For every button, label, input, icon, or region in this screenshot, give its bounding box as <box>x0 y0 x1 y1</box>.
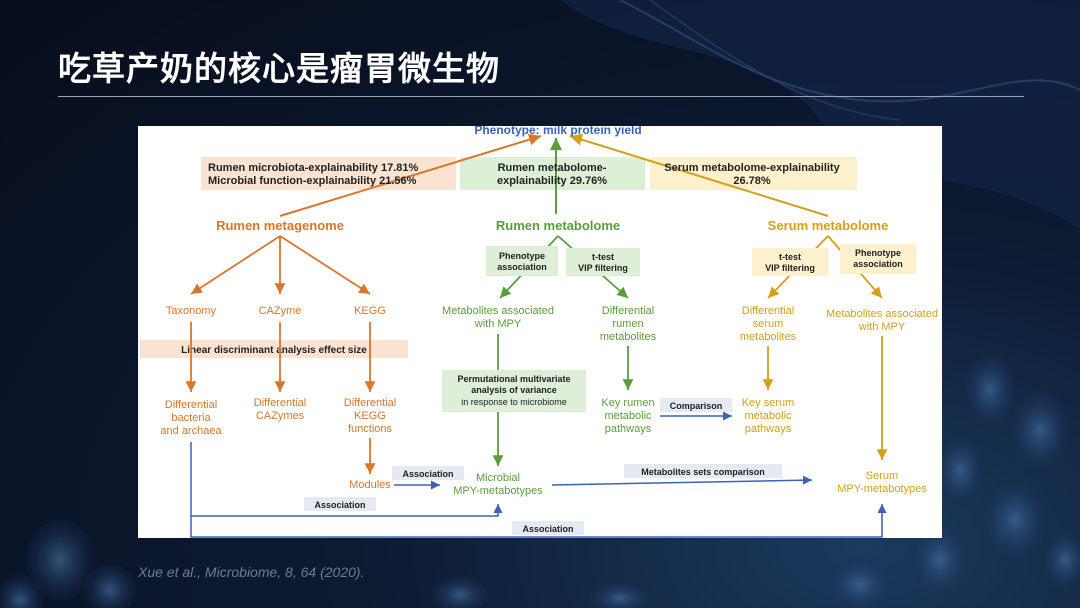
perm-label-1: Permutational multivariate <box>457 374 570 384</box>
node-microbial-mpy-2: MPY-metabotypes <box>453 485 543 497</box>
perm-label-3: in response to microbiome <box>461 397 567 407</box>
node-taxonomy: Taxonomy <box>166 305 217 317</box>
node-met-assoc-mpy-2: with MPY <box>474 318 522 330</box>
serum-pheno-assoc-2: association <box>853 259 903 269</box>
node-key-serum-3: pathways <box>745 423 792 435</box>
node-cazyme: CAZyme <box>259 305 302 317</box>
met-sets-label: Metabolites sets comparison <box>641 467 765 477</box>
perm-label-2: analysis of variance <box>471 385 557 395</box>
explain-rumen-1: Rumen metabolome- <box>498 162 607 174</box>
heading-serum-metabolome: Serum metabolome <box>768 218 889 233</box>
node-diff-serum-3: metabolites <box>740 331 797 343</box>
serum-ttest-1: t-test <box>779 252 801 262</box>
association-mid-box <box>392 466 464 480</box>
node-diff-kegg-1: Differential <box>344 397 396 409</box>
node-diff-serum-2: serum <box>753 318 784 330</box>
slide-title: 吃草产奶的核心是瘤胃微生物 <box>58 49 500 88</box>
explain-function: Microbial function-explainability 21.56% <box>208 175 417 187</box>
explain-serum-2: 26.78% <box>733 175 771 187</box>
node-serum-mpy-2: MPY-metabotypes <box>837 483 927 495</box>
serum-pheno-assoc-1: Phenotype <box>855 248 901 258</box>
heading-rumen-metabolome: Rumen metabolome <box>496 218 620 233</box>
node-serum-met-assoc-2: with MPY <box>858 321 906 333</box>
lda-label: Linear discriminant analysis effect size <box>181 345 367 356</box>
phenotype-label: Phenotype: milk protein yield <box>474 126 641 137</box>
comparison-label: Comparison <box>670 401 723 411</box>
node-microbial-mpy-1: Microbial <box>476 472 520 484</box>
node-diff-kegg-3: functions <box>348 423 393 435</box>
node-key-rumen-2: metabolic <box>604 410 652 422</box>
node-key-rumen-3: pathways <box>605 423 652 435</box>
explain-microbiota: Rumen microbiota-explainability 17.81% <box>208 162 419 174</box>
serum-ttest-box <box>752 248 828 276</box>
explain-rumen-2: explainability 29.76% <box>497 175 607 187</box>
explain-box-serum <box>650 157 857 190</box>
workflow-diagram: Phenotype: milk protein yield Rumen micr… <box>140 126 938 538</box>
perm-box <box>442 370 586 412</box>
rumen-pheno-assoc-box <box>486 246 558 276</box>
node-serum-met-assoc-1: Metabolites associated <box>826 308 938 320</box>
node-serum-mpy-1: Serum <box>866 470 898 482</box>
heading-rumen-metagenome: Rumen metagenome <box>216 218 344 233</box>
node-diff-bacteria-3: and archaea <box>160 425 222 437</box>
association-bottom-box <box>512 521 584 535</box>
node-diff-bacteria-1: Differential <box>165 399 217 411</box>
serum-ttest-2: VIP filtering <box>765 263 815 273</box>
comparison-box <box>660 398 732 412</box>
title-divider <box>58 96 1024 97</box>
node-diff-kegg-2: KEGG <box>354 410 386 422</box>
rumen-pheno-assoc-1: Phenotype <box>499 251 545 261</box>
met-sets-box <box>624 464 782 478</box>
node-kegg: KEGG <box>354 305 386 317</box>
node-diff-rumen-1: Differential <box>602 305 654 317</box>
node-modules: Modules <box>349 479 391 491</box>
association-mid-label: Association <box>402 469 453 479</box>
diagram-panel: Phenotype: milk protein yield Rumen micr… <box>138 126 942 538</box>
association-low-label: Association <box>314 500 365 510</box>
node-diff-bacteria-2: bacteria <box>171 412 211 424</box>
node-met-assoc-mpy-1: Metabolites associated <box>442 305 554 317</box>
node-diff-rumen-2: rumen <box>612 318 643 330</box>
node-diff-cazymes-2: CAZymes <box>256 410 305 422</box>
association-low-box <box>304 497 376 511</box>
rumen-ttest-2: VIP filtering <box>578 263 628 273</box>
node-diff-serum-1: Differential <box>742 305 794 317</box>
node-diff-rumen-3: metabolites <box>600 331 657 343</box>
association-bottom-label: Association <box>522 524 573 534</box>
rumen-ttest-box <box>566 248 640 276</box>
lda-box <box>140 340 408 358</box>
serum-pheno-assoc-box <box>840 244 916 274</box>
rumen-pheno-assoc-2: association <box>497 262 547 272</box>
node-key-serum-1: Key serum <box>742 397 795 409</box>
node-diff-cazymes-1: Differential <box>254 397 306 409</box>
node-key-rumen-1: Key rumen <box>601 397 654 409</box>
node-key-serum-2: metabolic <box>744 410 792 422</box>
explain-box-rumen <box>460 157 645 190</box>
explain-serum-1: Serum metabolome-explainability <box>664 162 840 174</box>
rumen-ttest-1: t-test <box>592 252 614 262</box>
citation: Xue et al., Microbiome, 8, 64 (2020). <box>138 564 365 580</box>
explain-box-metagenome <box>201 157 456 190</box>
